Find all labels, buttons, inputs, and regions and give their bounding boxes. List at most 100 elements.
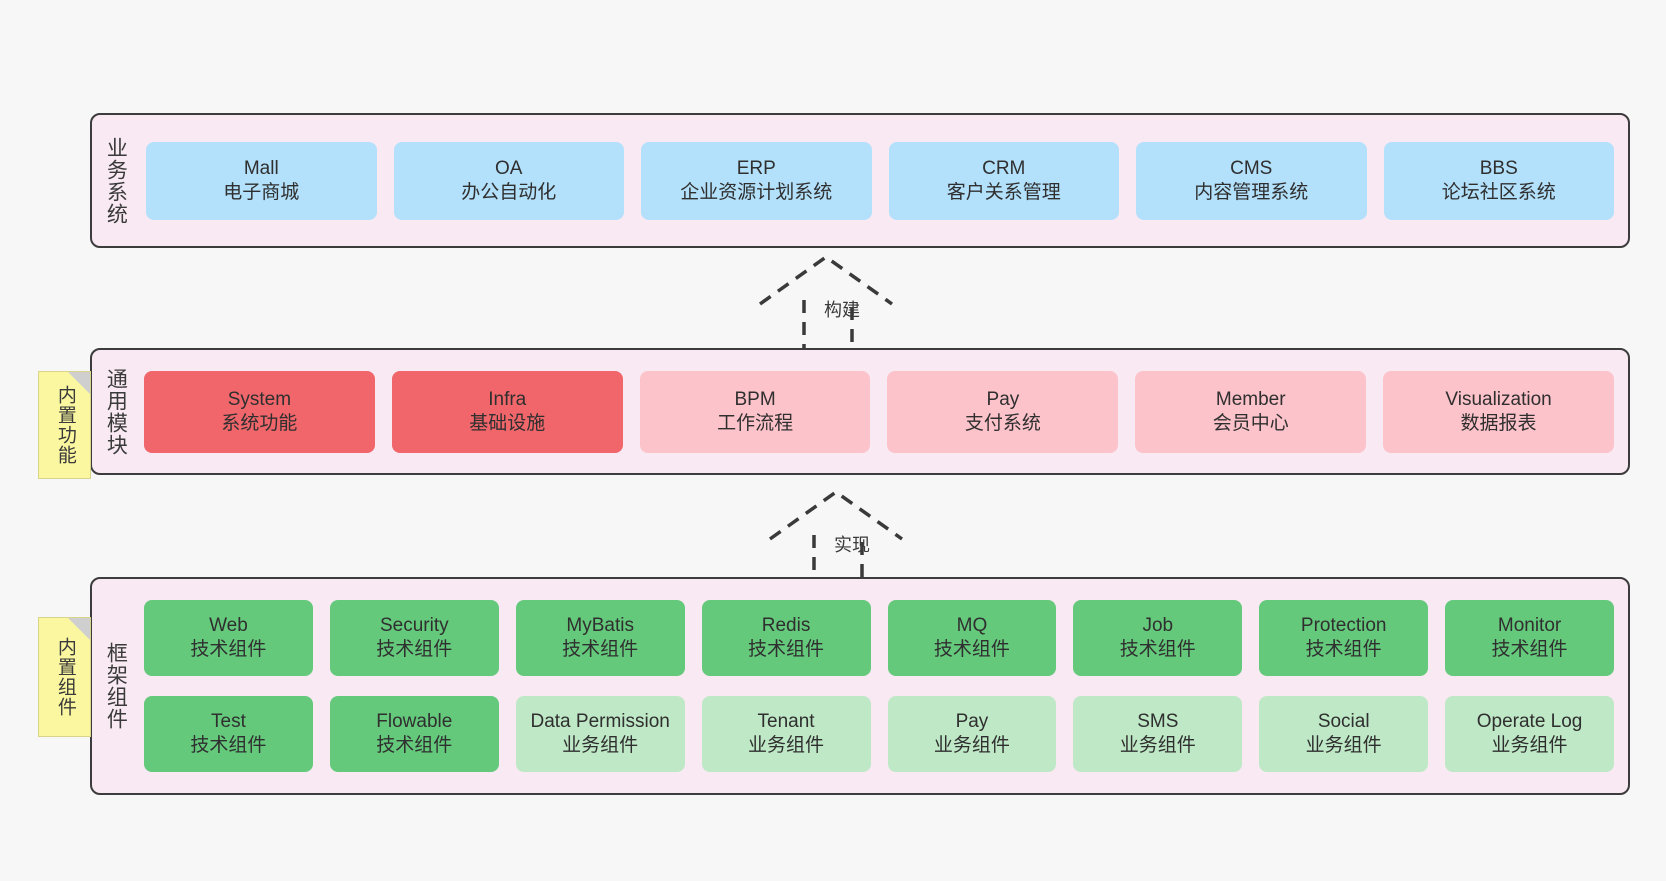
card-operate-log[interactable]: Operate Log 业务组件 — [1445, 696, 1614, 772]
card-subtitle: 业务组件 — [1119, 735, 1196, 756]
card-title: Operate Log — [1476, 711, 1583, 733]
card-protection[interactable]: Protection 技术组件 — [1259, 600, 1429, 676]
card-social[interactable]: Social 业务组件 — [1259, 696, 1429, 772]
card-subtitle: 技术组件 — [748, 639, 825, 660]
card-subtitle: 支付系统 — [964, 412, 1041, 434]
card-subtitle: 技术组件 — [1491, 639, 1568, 660]
card-title: OA — [495, 157, 523, 179]
card-title: Visualization — [1445, 388, 1552, 410]
card-subtitle: 数据报表 — [1460, 412, 1537, 434]
card-web[interactable]: Web 技术组件 — [144, 600, 313, 676]
card-subtitle: 技术组件 — [933, 639, 1010, 660]
card-member[interactable]: Member 会员中心 — [1135, 370, 1367, 453]
card-title: CMS — [1230, 157, 1273, 179]
connector-build: 构建 — [742, 252, 942, 362]
card-infra[interactable]: Infra 基础设施 — [391, 370, 623, 453]
card-subtitle: 技术组件 — [376, 735, 453, 756]
card-subtitle: 工作流程 — [717, 412, 794, 434]
card-subtitle: 业务组件 — [1305, 735, 1382, 756]
card-pay[interactable]: Pay 支付系统 — [887, 370, 1119, 453]
note-builtin-components: 内置组件 — [38, 617, 91, 737]
card-subtitle: 客户关系管理 — [946, 181, 1061, 203]
card-subtitle: 技术组件 — [376, 639, 453, 660]
card-system[interactable]: System 系统功能 — [144, 370, 375, 453]
card-security[interactable]: Security 技术组件 — [329, 600, 499, 676]
card-oa[interactable]: OA 办公自动化 — [393, 141, 624, 220]
card-title: Data Permission — [530, 711, 670, 733]
card-crm[interactable]: CRM 客户关系管理 — [888, 141, 1119, 220]
card-subtitle: 业务组件 — [933, 735, 1010, 756]
card-title: Tenant — [757, 711, 815, 733]
card-sms[interactable]: SMS 业务组件 — [1073, 696, 1243, 772]
card-subtitle: 内容管理系统 — [1194, 181, 1309, 203]
card-visualization[interactable]: Visualization 数据报表 — [1383, 370, 1614, 453]
note-label: 内置组件 — [54, 637, 76, 717]
card-subtitle: 技术组件 — [190, 735, 267, 756]
layer-label-common-modules: 通用模块 — [104, 367, 128, 456]
card-flowable[interactable]: Flowable 技术组件 — [329, 696, 499, 772]
card-mall[interactable]: Mall 电子商城 — [146, 141, 377, 220]
layer-body-common-modules: System 系统功能 Infra 基础设施 BPM 工作流程 Pay 支付系统… — [138, 350, 1628, 473]
card-test[interactable]: Test 技术组件 — [144, 696, 313, 772]
layer-business-systems: 业务系统 Mall 电子商城 OA 办公自动化 ERP 企业资源计划系统 CRM… — [90, 113, 1630, 248]
card-title: CRM — [982, 157, 1026, 179]
connector-label-build: 构建 — [824, 300, 860, 320]
card-job[interactable]: Job 技术组件 — [1073, 600, 1243, 676]
card-subtitle: 业务组件 — [1491, 735, 1568, 756]
layer-common-modules: 通用模块 System 系统功能 Infra 基础设施 BPM 工作流程 Pay… — [90, 348, 1630, 475]
note-label: 内置功能 — [54, 385, 76, 465]
card-data-permission[interactable]: Data Permission 业务组件 — [515, 696, 685, 772]
card-title: Flowable — [376, 711, 453, 733]
card-title: Mall — [243, 157, 279, 179]
card-title: Test — [211, 711, 246, 733]
card-title: Job — [1142, 615, 1174, 637]
card-subtitle: 基础设施 — [469, 412, 546, 434]
card-title: BBS — [1479, 157, 1518, 179]
card-title: ERP — [736, 157, 776, 179]
card-bpm[interactable]: BPM 工作流程 — [639, 370, 871, 453]
card-erp[interactable]: ERP 企业资源计划系统 — [641, 141, 872, 220]
card-title: Member — [1215, 388, 1286, 410]
card-subtitle: 办公自动化 — [461, 181, 557, 203]
card-title: BPM — [734, 388, 776, 410]
card-subtitle: 企业资源计划系统 — [680, 181, 833, 203]
card-subtitle: 技术组件 — [562, 639, 639, 660]
card-cms[interactable]: CMS 内容管理系统 — [1136, 141, 1367, 220]
card-title: Social — [1317, 711, 1370, 733]
card-monitor[interactable]: Monitor 技术组件 — [1445, 600, 1614, 676]
card-subtitle: 技术组件 — [1119, 639, 1196, 660]
card-subtitle: 技术组件 — [190, 639, 267, 660]
card-row: Mall 电子商城 OA 办公自动化 ERP 企业资源计划系统 CRM 客户关系… — [146, 141, 1614, 220]
card-redis[interactable]: Redis 技术组件 — [701, 600, 871, 676]
card-title: SMS — [1137, 711, 1179, 733]
card-row: Test 技术组件 Flowable 技术组件 Data Permission … — [144, 696, 1614, 772]
note-builtin-features: 内置功能 — [38, 371, 91, 479]
card-subtitle: 技术组件 — [1305, 639, 1382, 660]
card-title: Monitor — [1497, 615, 1562, 637]
card-subtitle: 业务组件 — [562, 735, 639, 756]
card-pay-business[interactable]: Pay 业务组件 — [887, 696, 1057, 772]
card-tenant[interactable]: Tenant 业务组件 — [701, 696, 871, 772]
card-title: Redis — [761, 615, 811, 637]
card-row: System 系统功能 Infra 基础设施 BPM 工作流程 Pay 支付系统… — [144, 370, 1614, 453]
card-subtitle: 系统功能 — [221, 412, 298, 434]
card-title: MQ — [956, 615, 988, 637]
layer-body-framework-components: Web 技术组件 Security 技术组件 MyBatis 技术组件 Redi… — [138, 579, 1628, 793]
card-bbs[interactable]: BBS 论坛社区系统 — [1383, 141, 1614, 220]
card-title: Pay — [986, 388, 1020, 410]
card-title: Protection — [1300, 615, 1387, 637]
layer-label-framework-components: 框架组件 — [104, 642, 128, 730]
layer-framework-components: 框架组件 Web 技术组件 Security 技术组件 MyBatis 技术组件… — [90, 577, 1630, 795]
card-row: Web 技术组件 Security 技术组件 MyBatis 技术组件 Redi… — [144, 600, 1614, 676]
card-title: MyBatis — [566, 615, 634, 637]
card-subtitle: 会员中心 — [1212, 412, 1289, 434]
card-title: Infra — [488, 388, 527, 410]
card-title: Pay — [955, 711, 989, 733]
card-mq[interactable]: MQ 技术组件 — [887, 600, 1057, 676]
connector-label-realize: 实现 — [834, 535, 870, 555]
card-mybatis[interactable]: MyBatis 技术组件 — [515, 600, 685, 676]
card-title: Web — [209, 615, 248, 637]
card-subtitle: 论坛社区系统 — [1441, 181, 1556, 203]
card-title: System — [227, 388, 292, 410]
card-subtitle: 电子商城 — [223, 181, 300, 203]
